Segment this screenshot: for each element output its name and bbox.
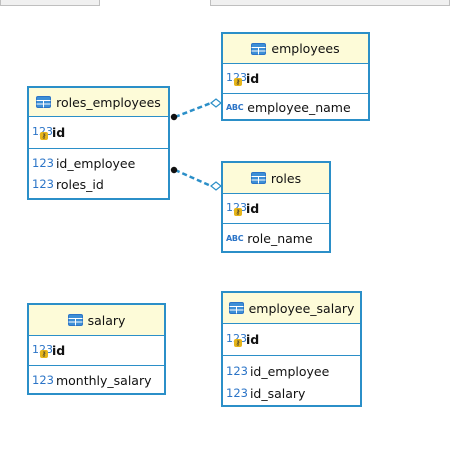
text-type-icon: ABC <box>226 233 244 243</box>
table-icon <box>67 314 83 326</box>
column-name: id <box>246 201 260 216</box>
table-icon <box>228 302 244 314</box>
column-row[interactable]: 123 roles_id <box>29 173 168 195</box>
column-name: id_salary <box>249 385 306 401</box>
entity-title: salary <box>87 312 126 328</box>
entity-title: employees <box>271 41 340 56</box>
entity-header[interactable]: salary <box>29 305 164 336</box>
key-numeric-icon: 123⚷ <box>32 343 53 358</box>
numeric-type-icon: 123 <box>32 156 54 170</box>
column-row[interactable]: 123 id_employee <box>29 149 168 173</box>
numeric-type-icon: 123 <box>32 373 54 387</box>
column-row[interactable]: 123 id_salary <box>223 382 360 404</box>
column-name: id_employee <box>249 363 330 379</box>
column-name: id <box>246 332 260 347</box>
key-numeric-icon: 123⚷ <box>226 71 247 86</box>
relationship-line[interactable] <box>174 101 212 119</box>
entity-header[interactable]: employees <box>223 34 368 64</box>
entity-employees[interactable]: employees 123⚷ id ABC employee_name <box>221 32 370 121</box>
relationship-line[interactable] <box>174 168 212 188</box>
table-icon <box>36 96 52 108</box>
column-row[interactable]: 123 monthly_salary <box>29 366 164 394</box>
entity-salary[interactable]: salary 123⚷ id 123 monthly_salary <box>27 303 166 395</box>
table-icon <box>250 172 266 184</box>
primary-key-row[interactable]: 123⚷ id <box>29 336 164 366</box>
key-numeric-icon: 123⚷ <box>226 332 247 347</box>
primary-key-row[interactable]: 123⚷ id <box>223 64 368 94</box>
numeric-type-icon: 123 <box>226 364 248 378</box>
column-name: monthly_salary <box>55 372 152 388</box>
text-type-icon: ABC <box>226 102 244 112</box>
column-name: id <box>52 125 66 140</box>
column-name: id <box>246 71 260 86</box>
entity-employee-salary[interactable]: employee_salary 123⚷ id 123 id_employee … <box>221 291 362 407</box>
relationship-end-one <box>210 181 222 191</box>
primary-key-row[interactable]: 123⚷ id <box>29 117 168 149</box>
column-name: role_name <box>247 230 313 246</box>
relationship-end-one <box>210 98 222 108</box>
column-name: id_employee <box>55 155 136 171</box>
entity-title: employee_salary <box>248 300 355 316</box>
column-name: employee_name <box>247 99 351 115</box>
entity-header[interactable]: employee_salary <box>223 293 360 324</box>
column-row[interactable]: ABC role_name <box>223 224 329 252</box>
primary-key-row[interactable]: 123⚷ id <box>223 324 360 356</box>
primary-key-row[interactable]: 123⚷ id <box>223 194 329 224</box>
entity-title: roles <box>270 170 302 186</box>
column-name: roles_id <box>55 176 104 192</box>
column-name: id <box>52 343 66 358</box>
editor-tab-edge[interactable] <box>0 0 100 6</box>
column-row[interactable]: 123 id_employee <box>223 356 360 382</box>
entity-roles-employees[interactable]: roles_employees 123⚷ id 123 id_employee … <box>27 86 170 200</box>
column-row[interactable]: ABC employee_name <box>223 94 368 120</box>
numeric-type-icon: 123 <box>32 177 54 191</box>
key-numeric-icon: 123⚷ <box>32 125 53 140</box>
entity-header[interactable]: roles_employees <box>29 88 168 117</box>
relationship-end-many <box>170 113 178 121</box>
numeric-type-icon: 123 <box>226 386 248 400</box>
table-icon <box>251 42 267 55</box>
entity-header[interactable]: roles <box>223 163 329 194</box>
entity-title: roles_employees <box>56 94 161 110</box>
key-numeric-icon: 123⚷ <box>226 201 247 216</box>
relationship-end-many <box>170 166 178 174</box>
entity-roles[interactable]: roles 123⚷ id ABC role_name <box>221 161 331 253</box>
